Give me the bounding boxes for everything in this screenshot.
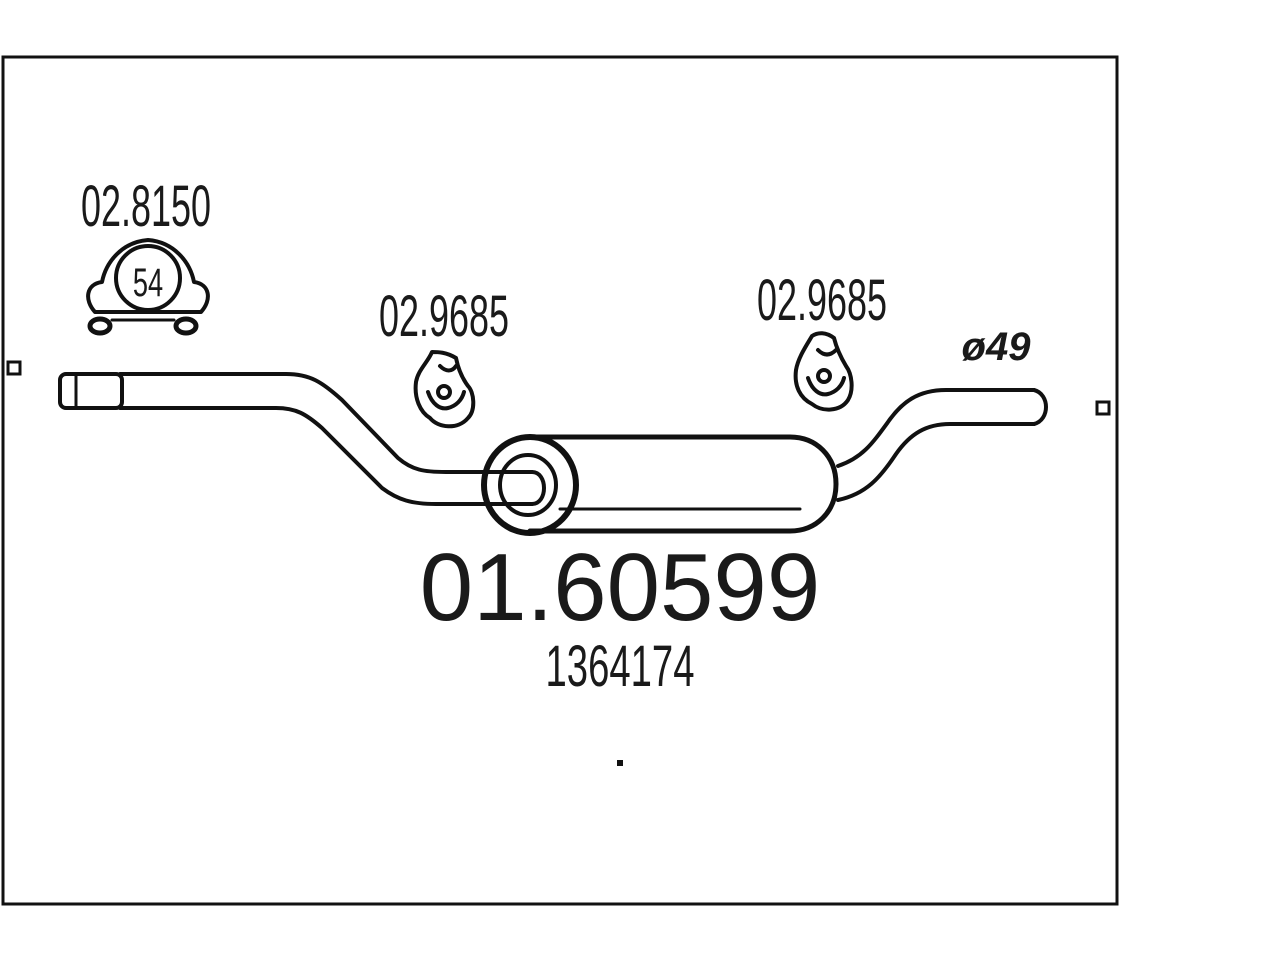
exhaust-pipe [58,372,546,506]
outlet-pipe [836,388,1048,502]
rubber-hanger-icon [413,350,476,429]
clamp-size-label: 54 [133,261,163,305]
oem-number: 1364174 [546,635,695,699]
diameter-label: ø49 [962,325,1032,369]
right-end-marker [1095,400,1111,416]
clamp-part-number: 02.8150 [81,174,211,239]
pipe-clamp-icon [86,238,210,336]
left-end-marker [6,360,22,376]
main-part-number: 01.60599 [420,534,820,641]
hanger-1-part-number: 02.9685 [379,284,509,349]
rubber-hanger-icon [793,331,854,412]
dot-mark [617,760,623,766]
diagram-frame [1,55,1119,906]
hanger-2-part-number: 02.9685 [757,268,887,333]
muffler [481,434,839,536]
